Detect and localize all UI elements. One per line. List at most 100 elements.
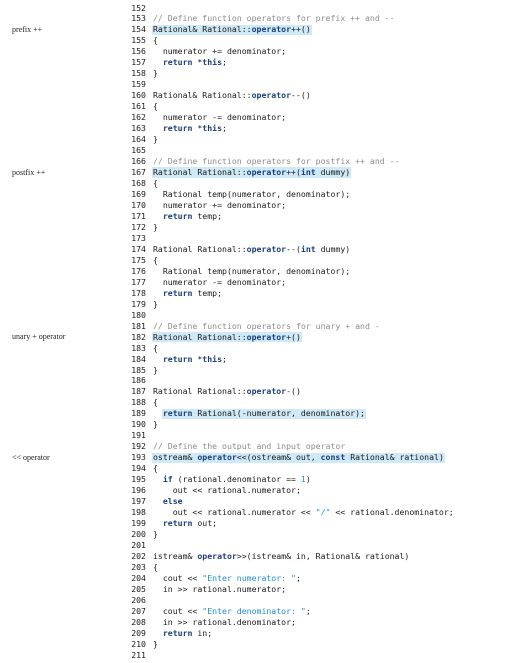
code-token: } xyxy=(153,364,158,375)
code-text: // Define function operators for prefix … xyxy=(153,13,395,24)
line-number: 156 xyxy=(131,46,146,57)
code-token: ; xyxy=(222,123,227,134)
code-keyword: if xyxy=(162,474,173,485)
line-number: 202 xyxy=(131,551,146,561)
code-text: numerator -= denominator; xyxy=(153,112,286,123)
line-number: 174 xyxy=(131,243,146,254)
margin-note: << operator xyxy=(12,452,50,462)
code-token: << rational.denominator; xyxy=(330,507,454,518)
line-number: 192 xyxy=(131,441,146,452)
code-text: } xyxy=(153,365,158,376)
code-line: 211 xyxy=(0,650,508,661)
code-line: 188{ xyxy=(0,397,508,408)
code-line: 175{ xyxy=(0,255,508,266)
code-text: Rational Rational::operator++(int dummy) xyxy=(153,167,350,178)
line-number: 206 xyxy=(131,594,146,605)
line-number: 163 xyxy=(131,123,146,134)
line-number: 171 xyxy=(131,210,146,221)
code-keyword: return xyxy=(162,210,193,221)
code-line: 170 numerator += denominator; xyxy=(0,200,508,211)
code-token: (rational.denominator == xyxy=(172,474,301,485)
code-token: Rational& rational) xyxy=(345,452,444,463)
code-token: ++() xyxy=(291,24,311,35)
code-text: in >> rational.numerator; xyxy=(153,584,286,595)
code-text: return *this; xyxy=(153,354,227,365)
code-token: --( xyxy=(286,243,301,254)
line-number: 176 xyxy=(131,265,146,276)
line-number: 162 xyxy=(131,112,146,123)
code-line: 194{ xyxy=(0,463,508,474)
code-token xyxy=(153,496,163,506)
code-token: --() xyxy=(291,90,311,101)
code-line: 152 xyxy=(0,3,508,14)
code-text: } xyxy=(153,68,158,79)
code-text: { xyxy=(153,343,158,354)
code-line: 184 return *this; xyxy=(0,354,508,365)
line-number: 188 xyxy=(131,397,146,408)
line-number: 157 xyxy=(131,57,146,68)
code-token: dummy) xyxy=(315,243,351,254)
line-number: 184 xyxy=(131,353,146,364)
code-token: numerator += denominator; xyxy=(153,199,287,210)
line-number: 191 xyxy=(131,430,146,441)
code-token xyxy=(153,354,163,364)
code-line: 171 return temp; xyxy=(0,211,508,222)
code-text: Rational& Rational::operator++() xyxy=(153,24,311,35)
line-number: 195 xyxy=(131,474,146,485)
code-keyword: operator xyxy=(251,24,292,35)
line-number: 166 xyxy=(131,156,146,167)
code-text: { xyxy=(153,562,158,573)
code-line: 186 xyxy=(0,375,508,386)
code-token: { xyxy=(153,342,158,353)
code-comment: // Define function operators for prefix … xyxy=(153,13,395,24)
code-token: out; xyxy=(192,518,218,529)
code-line: 159 xyxy=(0,79,508,90)
code-line: 173 xyxy=(0,233,508,244)
code-keyword: return xyxy=(162,408,193,419)
code-token: >>(istream& in, Rational& rational) xyxy=(236,551,410,561)
line-number: 186 xyxy=(131,375,146,386)
line-highlight xyxy=(152,452,445,463)
code-text: return *this; xyxy=(153,57,227,68)
code-token: in; xyxy=(192,627,213,638)
code-line: 204 cout << "Enter numerator: "; xyxy=(0,573,508,584)
code-token: * xyxy=(192,353,203,364)
code-line: 172} xyxy=(0,222,508,233)
code-text: out << rational.numerator; xyxy=(153,485,301,496)
line-number: 208 xyxy=(131,616,146,627)
line-number: 159 xyxy=(131,79,146,90)
code-token: Rational& Rational:: xyxy=(153,90,252,101)
code-keyword: return xyxy=(162,123,193,134)
line-number: 178 xyxy=(131,287,146,298)
code-text: numerator += denominator; xyxy=(153,46,286,57)
code-keyword: operator xyxy=(246,386,287,397)
line-highlight xyxy=(152,331,302,343)
code-text: numerator -= denominator; xyxy=(153,277,286,288)
line-number: 168 xyxy=(131,178,146,189)
line-number: 181 xyxy=(131,320,146,331)
code-token: Rational temp(numerator, denominator); xyxy=(153,265,351,276)
code-literal: "Enter denominator: " xyxy=(202,605,306,616)
code-keyword: this xyxy=(202,353,223,364)
code-line: 178 return temp; xyxy=(0,288,508,299)
code-line: 164} xyxy=(0,134,508,145)
line-number: 211 xyxy=(131,649,146,660)
code-text: return *this; xyxy=(153,123,227,134)
line-number: 189 xyxy=(131,408,146,419)
code-literal: "/" xyxy=(315,507,331,518)
code-keyword: operator xyxy=(246,331,287,342)
code-line: 155{ xyxy=(0,35,508,46)
code-text: return out; xyxy=(153,518,217,529)
code-line: 157 return *this; xyxy=(0,57,508,68)
code-token: } xyxy=(153,638,158,649)
code-text: { xyxy=(153,101,158,112)
code-line: 179} xyxy=(0,299,508,310)
code-token: Rational Rational:: xyxy=(153,331,247,342)
code-line: 190} xyxy=(0,419,508,430)
